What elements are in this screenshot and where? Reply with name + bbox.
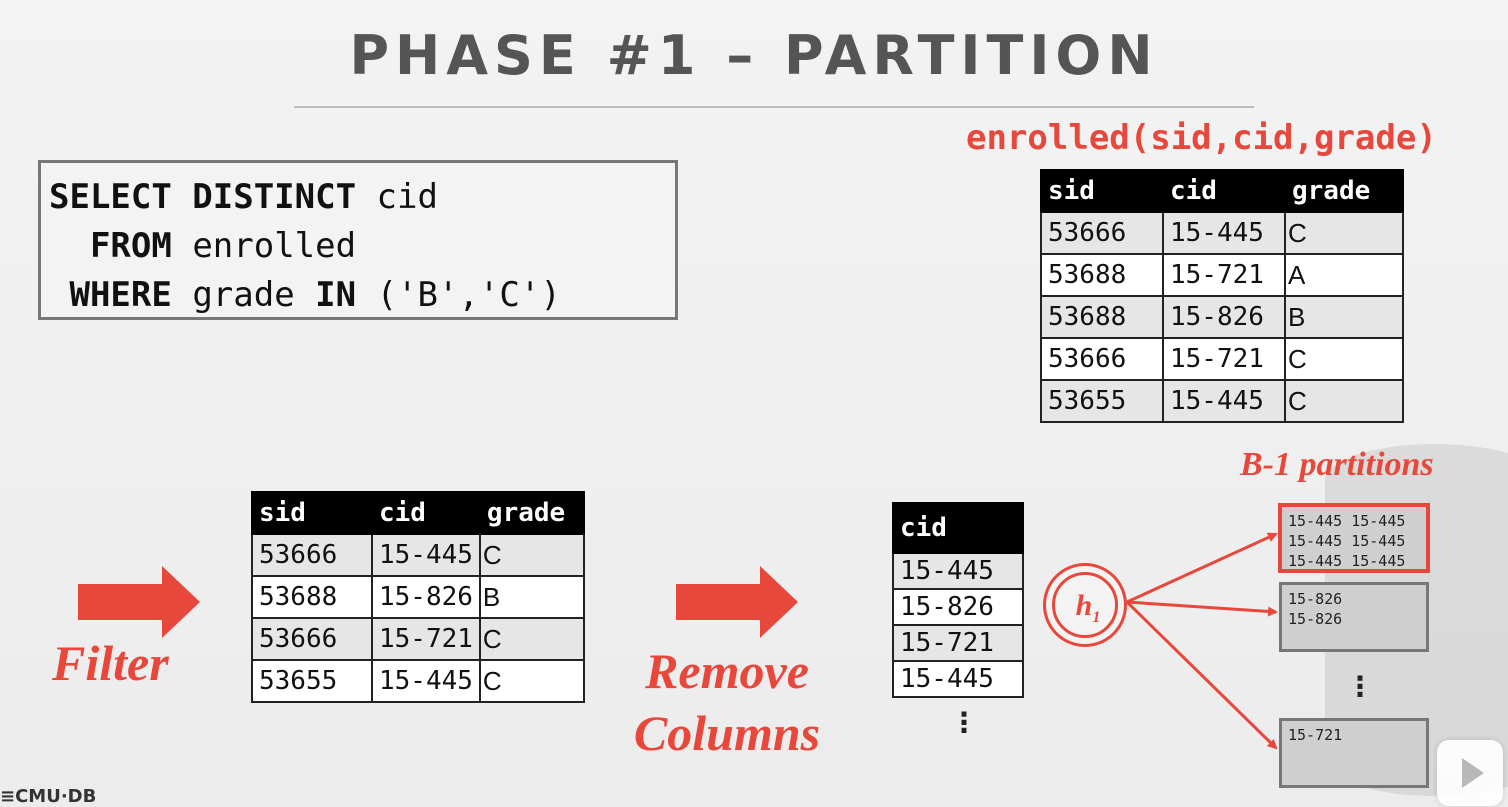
column-header: cid: [371, 491, 481, 535]
sql-text: grade: [171, 275, 316, 315]
table-cell: 15-826: [892, 588, 1024, 626]
hash-function-name: h: [1075, 589, 1093, 622]
table-cell: B: [1284, 295, 1404, 339]
table-row: 15-445: [892, 552, 1024, 590]
remove-columns-label-line-1: Remove: [645, 643, 809, 699]
column-header: cid: [1162, 169, 1286, 213]
table-cell: 15-445: [371, 533, 481, 577]
arrow-to-partition-1: [1126, 532, 1278, 604]
partitions-ellipsis: ⋮: [1346, 670, 1374, 703]
table-cell: C: [478, 617, 585, 661]
table-cell: 53688: [1040, 295, 1164, 339]
title-divider: [294, 106, 1254, 108]
cid-table-ellipsis: ⋮: [950, 706, 978, 739]
table-cell: 53688: [1040, 253, 1164, 297]
slide-title: PHASE #1 – PARTITION: [349, 24, 1159, 87]
sql-keyword: FROM: [89, 226, 172, 266]
table-cell: 53666: [251, 617, 373, 661]
table-cell: 53666: [1040, 337, 1164, 381]
table-cell: 15-826: [371, 575, 481, 619]
filter-arrow-icon: [78, 566, 200, 638]
table-row: 15-445: [892, 660, 1024, 698]
arrow-to-partition-2: [1126, 600, 1278, 617]
column-header: sid: [1040, 169, 1164, 213]
table-cell: 53655: [1040, 379, 1164, 423]
table-cell: 53666: [251, 533, 373, 577]
table-cell: 15-721: [1162, 337, 1286, 381]
table-cell: 15-721: [892, 624, 1024, 662]
table-cell: 15-721: [1162, 253, 1286, 297]
table-header-row: sid cid grade: [1040, 169, 1404, 213]
remove-columns-label: Remove Columns: [622, 640, 832, 764]
table-cell: C: [478, 659, 585, 703]
table-cell: 15-445: [892, 660, 1024, 698]
hash-function-node: h1: [1043, 563, 1127, 647]
remove-columns-arrow-icon: [676, 566, 798, 638]
sql-text: enrolled: [171, 226, 357, 266]
table-row: 15-721: [892, 624, 1024, 662]
sql-text: cid: [356, 177, 438, 217]
column-header: cid: [892, 502, 1024, 554]
relation-schema-title: enrolled(sid,cid,grade): [966, 118, 1437, 158]
sql-query-box: SELECT DISTINCT cid FROM enrolled WHERE …: [38, 160, 678, 320]
partition-3: 15-721: [1279, 718, 1429, 788]
table-cell: 15-445: [371, 659, 481, 703]
sql-text: ('B','C'): [356, 275, 561, 315]
table-cell: C: [1284, 379, 1404, 423]
sql-line-1: SELECT DISTINCT cid: [49, 173, 675, 222]
remove-columns-label-line-2: Columns: [633, 705, 821, 761]
partition-1: 15-445 15-445 15-445 15-445 15-445 15-44…: [1278, 503, 1430, 573]
sql-line-2: FROM enrolled: [49, 222, 675, 271]
table-header-row: sid cid grade: [251, 491, 585, 535]
column-header: grade: [478, 491, 585, 535]
table-cell: 15-445: [1162, 379, 1286, 423]
hash-function-inner-ring: h1: [1052, 572, 1118, 638]
arrow-to-partition-3: [1125, 600, 1278, 750]
sql-line-3: WHERE grade IN ('B','C'): [49, 271, 675, 320]
hash-function-subscript: 1: [1092, 609, 1101, 626]
table-cell: 15-721: [371, 617, 481, 661]
play-icon: [1462, 758, 1484, 788]
filter-label: Filter: [52, 635, 169, 691]
sql-keyword: SELECT DISTINCT: [49, 177, 357, 217]
hash-function-label: h1: [1055, 589, 1121, 627]
table-cell: 53655: [251, 659, 373, 703]
column-header: sid: [251, 491, 373, 535]
table-row: 15-826: [892, 588, 1024, 626]
cid-table: cid 15-445 15-826 15-721 15-445: [892, 502, 1024, 698]
column-header: grade: [1284, 169, 1404, 213]
table-cell: 53688: [251, 575, 373, 619]
cmu-db-logo: ≡CMU·DB: [0, 786, 97, 807]
table-cell: C: [478, 533, 585, 577]
table-cell: 15-445: [892, 552, 1024, 590]
table-header-row: cid: [892, 502, 1024, 554]
sql-keyword: WHERE: [69, 275, 172, 315]
table-cell: C: [1284, 337, 1404, 381]
table-cell: 15-826: [1162, 295, 1286, 339]
partitions-label: B-1 partitions: [1240, 446, 1434, 483]
partition-2: 15-826 15-826: [1279, 582, 1429, 652]
play-button[interactable]: [1437, 740, 1503, 806]
table-cell: C: [1284, 211, 1404, 255]
sql-keyword: IN: [315, 275, 357, 315]
table-cell: 53666: [1040, 211, 1164, 255]
table-cell: 15-445: [1162, 211, 1286, 255]
table-cell: B: [478, 575, 585, 619]
table-cell: A: [1284, 253, 1404, 297]
